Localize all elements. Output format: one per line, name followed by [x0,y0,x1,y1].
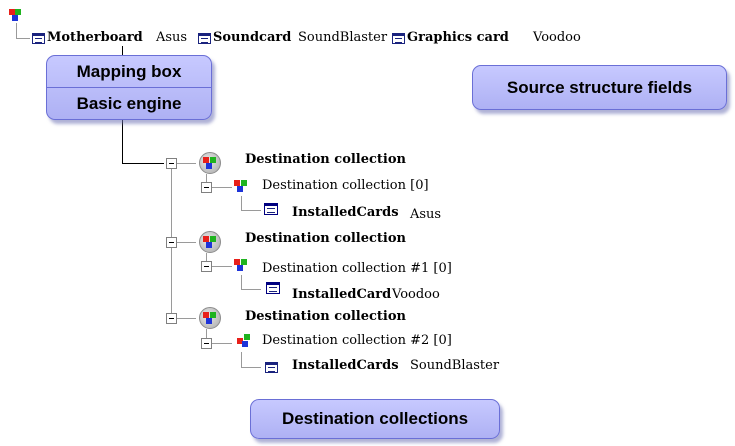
group-1-child-label: Destination collection #1 [0] [262,261,452,276]
group-2-card-label: InstalledCards [292,358,399,373]
group-0-title: Destination collection [245,152,406,167]
group-1-child-branch [212,266,232,267]
group-1-card-label: InstalledCard [292,287,392,302]
group-2-child-expander[interactable] [201,338,212,349]
group-0-branch [177,163,196,164]
soundcard-field-name: Soundcard [213,30,292,45]
group-1-child-icon [234,259,248,273]
source-structure-fields-callout: Source structure fields [472,65,727,110]
group-0-inner-line [206,174,207,187]
group-2-expander[interactable] [166,313,177,324]
group-1-card-line [241,275,242,289]
motherboard-table-icon [32,33,45,44]
group-0-child-label: Destination collection [0] [262,178,429,193]
group-0-child-branch [212,187,232,188]
group-2-collection-icon [199,307,221,329]
group-2-child-branch [212,343,232,344]
group-2-card-table-icon [265,362,278,373]
group-2-card-branch [241,367,261,368]
group-1-card-table-icon [266,282,280,294]
basic-engine-label: Basic engine [76,94,182,113]
group-0-card-value: Asus [410,207,442,222]
mapping-box-label: Mapping box [76,62,182,81]
source-root-line [16,23,17,38]
soundcard-table-icon [198,33,211,44]
group-1-collection-icon [199,231,221,253]
group-0-collection-icon [199,152,221,174]
group-0-card-table-icon [264,203,278,215]
group-1-title: Destination collection [245,231,406,246]
group-2-child-icon [237,334,251,348]
group-2-card-line [241,352,242,367]
group-0-child-expander[interactable] [201,182,212,193]
group-2-child-label: Destination collection #2 [0] [262,333,452,348]
source-structure-fields-label: Source structure fields [506,78,693,97]
graphics-card-field-value: Voodoo [533,30,581,45]
source-root-branch [16,38,30,39]
source-root-icon [9,9,23,23]
group-2-branch [177,318,196,319]
group-2-card-value: SoundBlaster [410,358,500,373]
group-0-card-branch [241,210,261,211]
group-0-card-label: InstalledCards [292,205,399,220]
group-1-child-expander[interactable] [201,261,212,272]
mapping-connector-horizontal [122,163,164,164]
motherboard-field-name: Motherboard [47,30,143,45]
destination-collections-callout: Destination collections [250,399,500,439]
group-1-inner-line [206,253,207,266]
group-2-title: Destination collection [245,309,406,324]
group-2-inner-line [206,329,207,339]
group-0-child-icon [234,180,248,194]
mapping-box-divider [47,87,211,88]
graphics-card-table-icon [392,33,405,44]
group-1-card-value: Voodoo [392,287,440,302]
group-1-card-branch [241,289,261,290]
destination-collections-label: Destination collections [281,409,469,428]
graphics-card-field-name: Graphics card [407,30,509,45]
group-0-expander[interactable] [166,158,177,169]
group-1-expander[interactable] [166,237,177,248]
soundcard-field-value: SoundBlaster [298,30,388,45]
group-0-card-line [241,196,242,210]
group-1-branch [177,242,196,243]
motherboard-field-value: Asus [156,30,188,45]
